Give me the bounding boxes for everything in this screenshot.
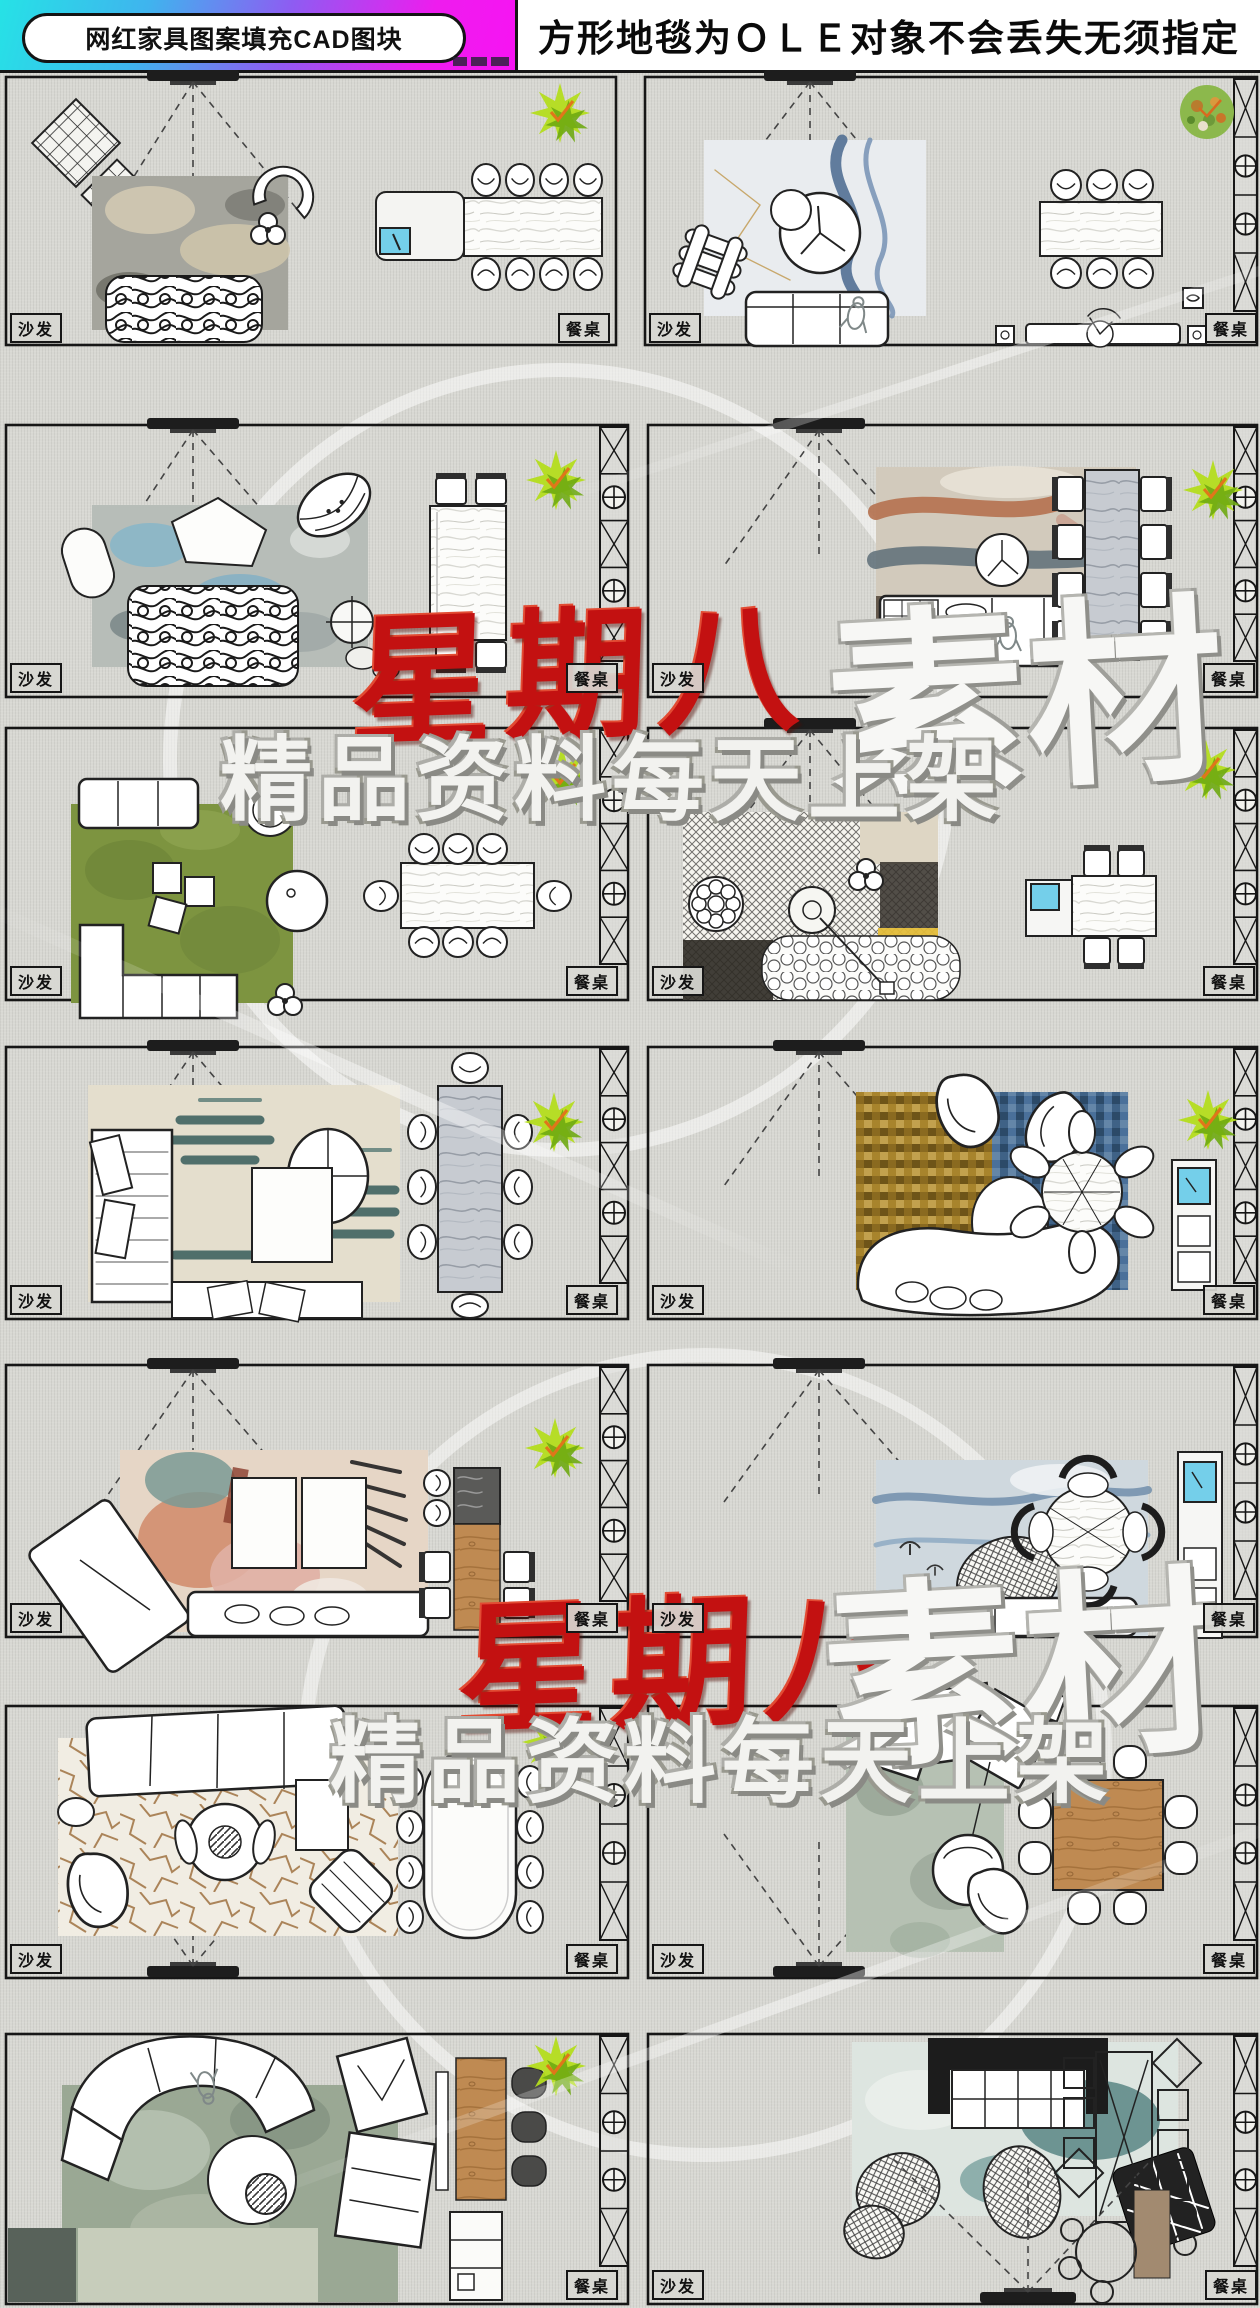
panel-r6-right [646, 1681, 1259, 1980]
panel-r2-right [646, 418, 1259, 699]
panel-r5-right [646, 1358, 1259, 1639]
panel-r6-left [4, 1704, 630, 1980]
header-title-block: 方形地毯为ＯＬＥ对象不会丢失无须指定 [518, 0, 1260, 70]
sofa-zone-label: 沙发 [10, 1285, 62, 1315]
dining-zone-label: 餐桌 [566, 2270, 618, 2300]
dining-zone-label: 餐桌 [1203, 663, 1255, 693]
dining-zone-label: 餐桌 [566, 1285, 618, 1315]
sofa-zone-label: 沙发 [10, 1603, 62, 1633]
dining-zone-label: 餐桌 [1203, 1944, 1255, 1974]
panel-r5-left [4, 1358, 630, 1673]
panel-r1-right [643, 70, 1259, 348]
dining-zone-label: 餐桌 [1203, 966, 1255, 996]
sofa-zone-label: 沙发 [10, 663, 62, 693]
sofa-zone-label: 沙发 [652, 966, 704, 996]
panel-r2-left [4, 418, 630, 699]
dining-zone-label: 餐桌 [558, 313, 610, 343]
page-title: 方形地毯为ＯＬＥ对象不会丢失无须指定 [538, 18, 1240, 59]
sofa-zone-label: 沙发 [652, 1285, 704, 1315]
panel-r7-left [4, 2032, 630, 2306]
sofa-zone-label: 沙发 [652, 1603, 704, 1633]
dining-zone-label: 餐桌 [1203, 1603, 1255, 1633]
header-fine-print [453, 57, 509, 66]
sofa-zone-label: 沙发 [649, 313, 701, 343]
panel-r4-left [4, 1040, 630, 1323]
dining-zone-label: 餐桌 [1205, 313, 1257, 343]
dining-zone-label: 餐桌 [1203, 1285, 1255, 1315]
sofa-zone-label: 沙发 [652, 1944, 704, 1974]
panel-r3-right [646, 718, 1259, 1002]
header-gradient-block: 网红家具图案填充CAD图块 [0, 0, 518, 70]
panel-r3-left [4, 726, 630, 1020]
dining-zone-label: 餐桌 [566, 966, 618, 996]
dining-zone-label: 餐桌 [566, 1944, 618, 1974]
sofa-zone-label: 沙发 [10, 313, 62, 343]
header: 网红家具图案填充CAD图块 方形地毯为ＯＬＥ对象不会丢失无须指定 [0, 0, 1260, 73]
header-badge-label: 网红家具图案填充CAD图块 [85, 26, 403, 54]
sofa-zone-label: 沙发 [10, 1944, 62, 1974]
dining-zone-label: 餐桌 [566, 663, 618, 693]
panel-r7-right [646, 2032, 1259, 2306]
panel-r1-left [4, 70, 618, 347]
sofa-zone-label: 沙发 [652, 663, 704, 693]
panel-r4-right [646, 1040, 1259, 1321]
dining-zone-label: 餐桌 [566, 1603, 618, 1633]
sofa-zone-label: 沙发 [10, 966, 62, 996]
header-badge: 网红家具图案填充CAD图块 [22, 13, 466, 63]
dining-zone-label: 餐桌 [1205, 2270, 1257, 2300]
sofa-zone-label: 沙发 [652, 2270, 704, 2300]
